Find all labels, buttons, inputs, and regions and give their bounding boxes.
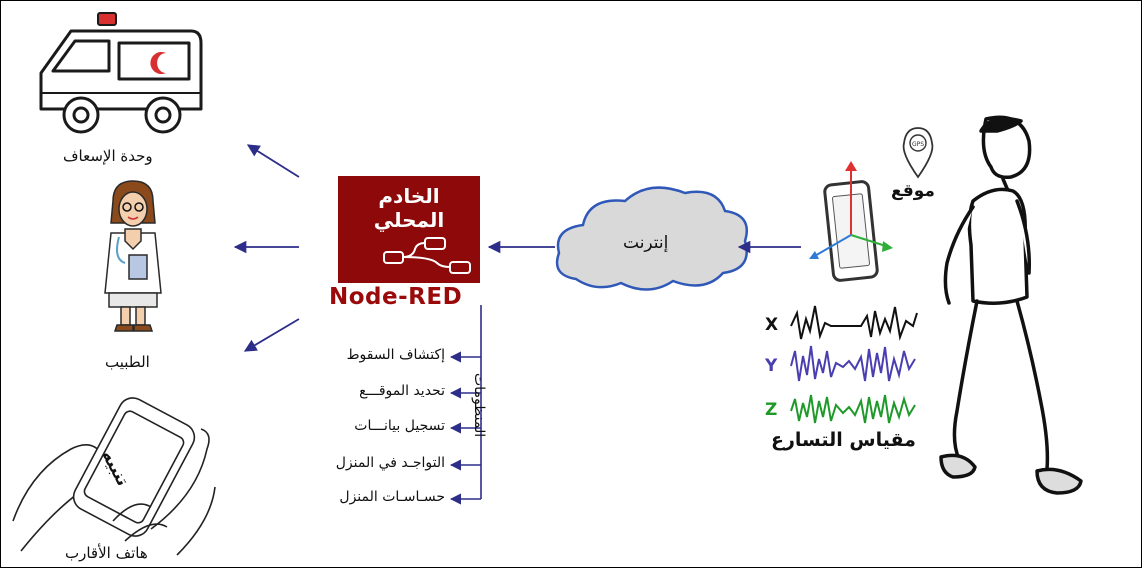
- y-signal: [790, 345, 916, 382]
- z-signal: [790, 394, 916, 424]
- accelerometer-label: مقياس التسارع: [771, 429, 916, 451]
- node-red-label: Node-RED: [329, 284, 463, 310]
- local-server-box: [338, 176, 480, 283]
- gps-label: GPS: [912, 141, 924, 148]
- local-server-title: الخادم المحلي: [373, 184, 445, 232]
- relatives-phone-label: هاتف الأقارب: [65, 544, 148, 562]
- system-home-sensors: حسـاسـات المنزل: [339, 489, 445, 505]
- walking-man-icon: [939, 115, 1083, 495]
- doctor-icon: [104, 180, 162, 332]
- outgoing-arrows: [233, 144, 300, 352]
- axis-z-label: Z: [765, 400, 778, 420]
- location-label: موقع: [891, 181, 935, 201]
- phone-hands-icon: [12, 397, 216, 556]
- ambulance-label: وحدة الإسعاف: [63, 147, 153, 165]
- ambulance-icon: [39, 12, 203, 134]
- systems-bracket: [449, 305, 482, 505]
- internet-cloud: [555, 186, 748, 291]
- doctor-label: الطبيب: [105, 353, 150, 371]
- gps-pin-icon: GPS: [902, 127, 934, 179]
- internet-label: إنترنت: [623, 233, 669, 253]
- x-signal: [790, 305, 918, 341]
- system-location-tracking: تحديد الموقـــع: [359, 383, 445, 399]
- system-data-logging: تسجيل بيانـــات: [354, 418, 445, 434]
- systems-label: المنظومات: [471, 373, 487, 438]
- node-red-flow-icon: [383, 237, 471, 274]
- system-fall-detection: إكتشاف السقوط: [346, 347, 445, 363]
- axis-x-label: X: [765, 315, 779, 335]
- system-home-presence: التواجـد في المنزل: [335, 455, 445, 471]
- axis-y-label: Y: [765, 356, 778, 376]
- accelerometer-axes-icon: [809, 161, 893, 259]
